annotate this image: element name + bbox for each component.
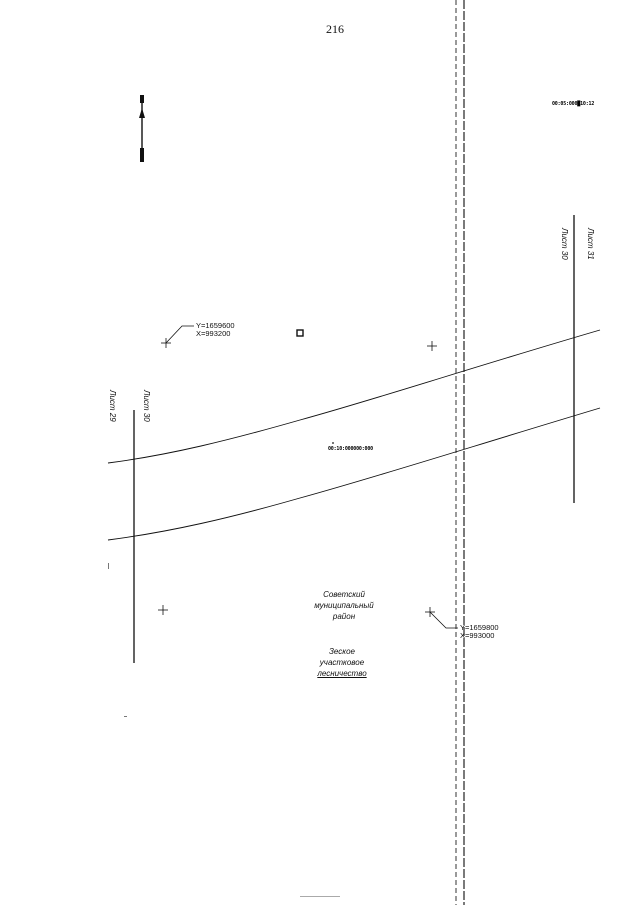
coordinate-upper-left: Y=1659600 X=993200 bbox=[196, 322, 235, 338]
coordinate-leader-lower bbox=[429, 611, 458, 629]
forestry-line: участковое bbox=[319, 658, 365, 667]
forestry-line: Зеское bbox=[329, 647, 355, 656]
district-line: муниципальный bbox=[314, 601, 374, 610]
sheet-label-right-inner: Лист 30 bbox=[560, 228, 569, 260]
district-line: Советский bbox=[323, 590, 365, 599]
strip-boundary-upper bbox=[107, 329, 601, 464]
grid-cross-icon bbox=[427, 341, 437, 351]
coordinate-x: X=993000 bbox=[460, 631, 495, 640]
coordinate-y: Y=1659800 bbox=[460, 623, 499, 632]
coordinate-lower-right: Y=1659800 X=993000 bbox=[460, 624, 499, 640]
forestry-line: лесничество bbox=[317, 669, 367, 678]
coordinate-leader-upper bbox=[165, 325, 194, 344]
sheet-label-left-inner: Лист 30 bbox=[142, 390, 151, 422]
parcel-label-top-right: 00:05:000█10:12 bbox=[552, 101, 595, 107]
coordinate-x: X=993200 bbox=[196, 329, 231, 338]
binding-edge-line bbox=[455, 0, 465, 905]
scan-specks bbox=[108, 442, 340, 897]
sheet-label-left-outer: Лист 29 bbox=[108, 390, 117, 422]
parcel-label-center: 00:10:000000:000 bbox=[328, 446, 373, 452]
sheet-label-right-outer: Лист 31 bbox=[586, 228, 595, 260]
page-number: 216 bbox=[326, 22, 344, 36]
strip-boundary-lower bbox=[107, 407, 601, 541]
district-line: район bbox=[332, 612, 356, 621]
coordinate-y: Y=1659600 bbox=[196, 321, 235, 330]
district-label: Советский муниципальный район bbox=[289, 589, 399, 622]
forestry-label: Зеское участковое лесничество bbox=[287, 646, 397, 679]
small-square-marker-icon bbox=[296, 329, 304, 337]
grid-cross-icon bbox=[158, 605, 168, 615]
north-arrow-icon bbox=[139, 95, 145, 162]
